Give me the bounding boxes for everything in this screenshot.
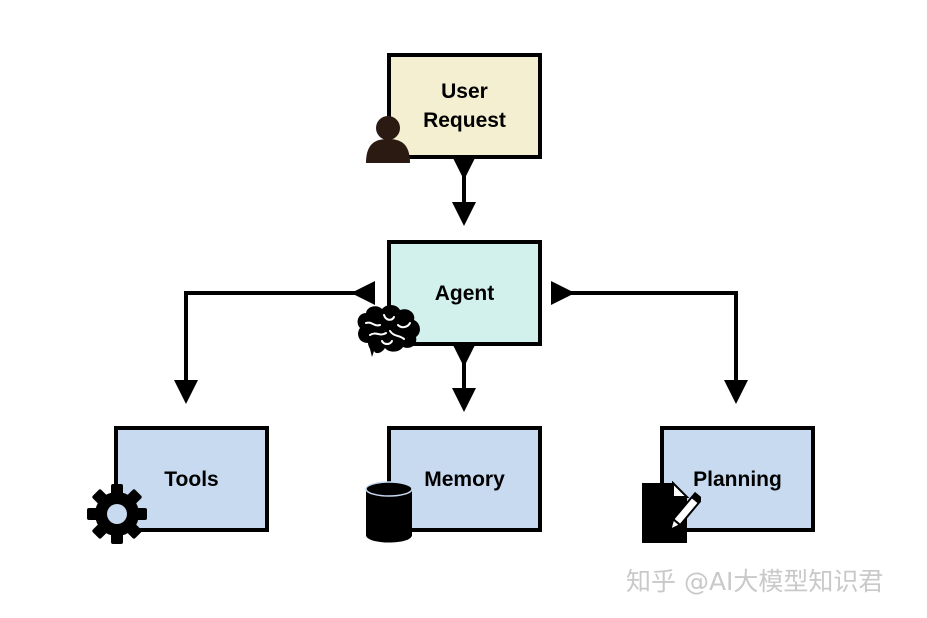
- memory-label: Memory: [424, 467, 505, 491]
- database-icon: [365, 481, 413, 543]
- gear-icon: [87, 484, 147, 544]
- brain-icon: [357, 304, 420, 357]
- person-icon: [366, 116, 410, 163]
- memory-box: Memory: [387, 426, 542, 532]
- arrow-agent-tools: [174, 281, 375, 404]
- watermark-text: 知乎 @AI大模型知识君: [626, 567, 884, 596]
- tools-box: Tools: [114, 426, 269, 532]
- arrow-agent-planning: [551, 281, 748, 404]
- document-pen-icon: [642, 481, 701, 543]
- planning-label: Planning: [693, 467, 782, 491]
- user-request-label: User Request: [423, 80, 506, 132]
- tools-label: Tools: [164, 467, 219, 491]
- user-request-box: User Request: [387, 53, 542, 159]
- agent-label: Agent: [434, 281, 495, 305]
